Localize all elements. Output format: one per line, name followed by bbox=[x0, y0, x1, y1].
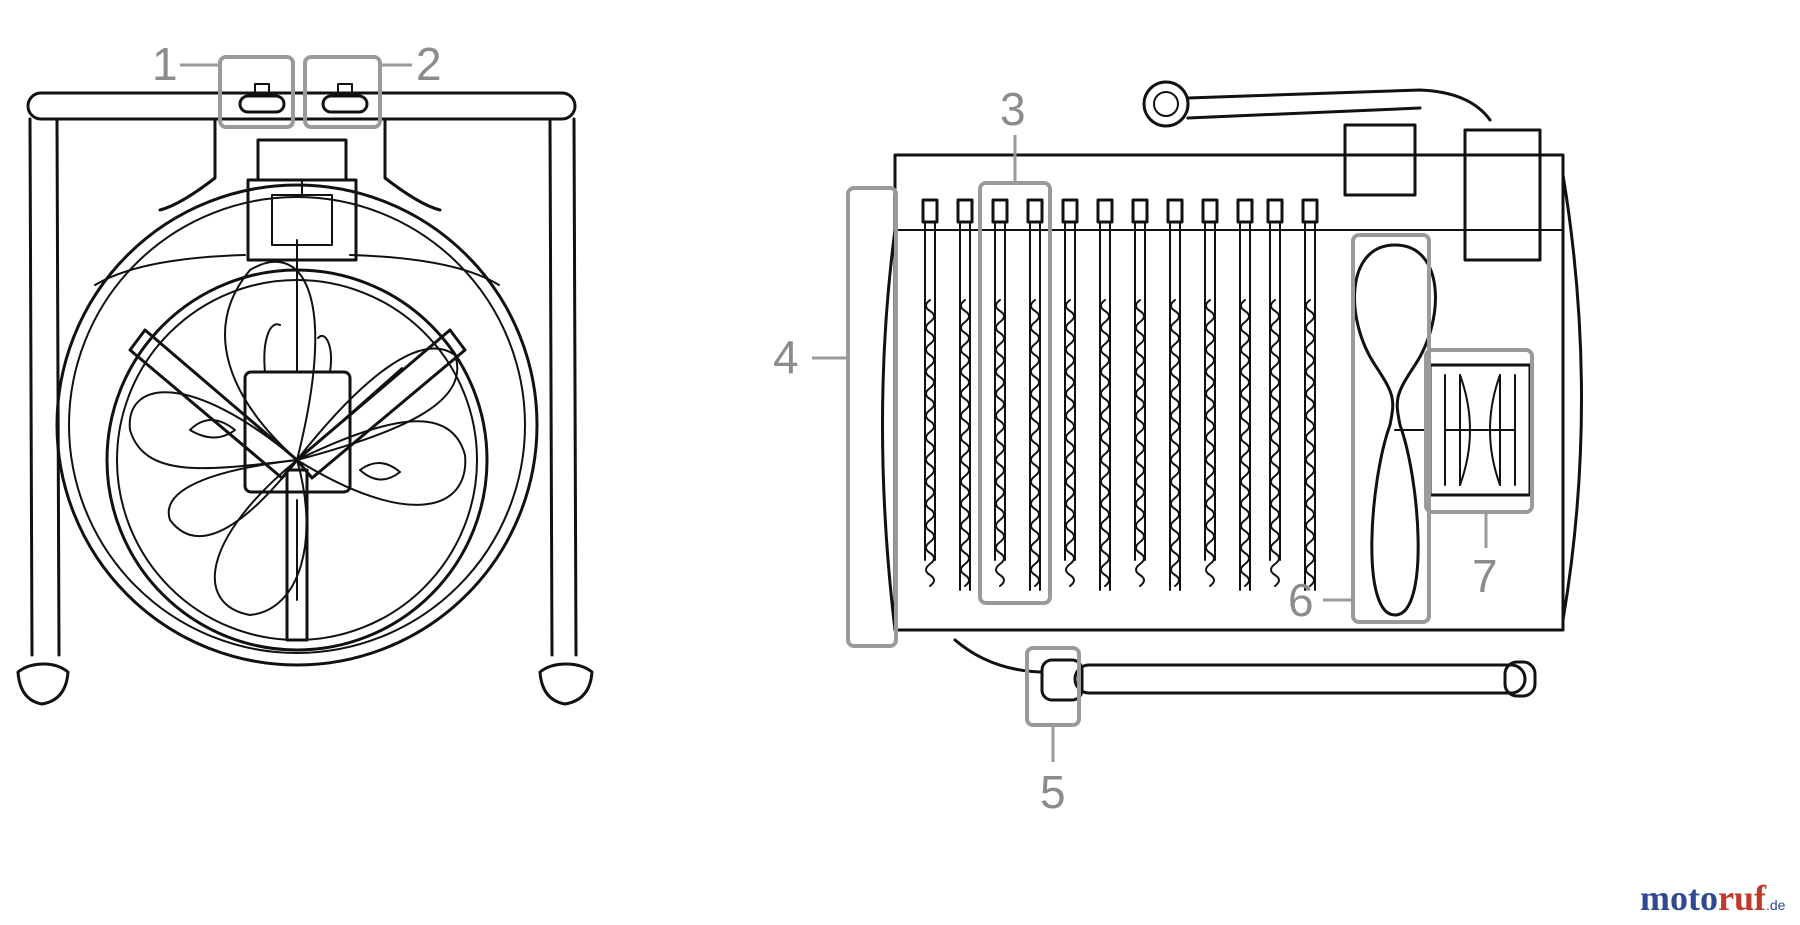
heating-element-rod bbox=[924, 221, 936, 561]
callout-box-7 bbox=[1424, 348, 1534, 514]
heating-element-cap bbox=[1266, 198, 1284, 224]
heating-element-rod bbox=[1134, 221, 1146, 561]
heating-element-fin bbox=[925, 299, 935, 587]
heating-element-cap bbox=[1131, 198, 1149, 224]
frame-left-leg bbox=[28, 117, 61, 657]
housing-neck bbox=[158, 117, 442, 212]
motor-clip-right bbox=[359, 462, 401, 481]
callout-label-7: 7 bbox=[1472, 550, 1498, 602]
watermark-logo: motoruf.de bbox=[1640, 878, 1786, 918]
callout-label-2: 2 bbox=[416, 38, 442, 90]
heating-element-cap bbox=[1236, 198, 1254, 224]
heating-element-rod bbox=[1239, 221, 1251, 591]
heating-element-cap bbox=[1026, 198, 1044, 224]
heating-element-fin bbox=[1240, 299, 1250, 587]
heating-element-cap bbox=[956, 198, 974, 224]
bottom-pipe-bend bbox=[953, 638, 1042, 674]
watermark-domain: .de bbox=[1766, 897, 1786, 913]
heater-front-view bbox=[16, 83, 594, 706]
housing-inner-ring bbox=[68, 196, 526, 654]
callout-label-1: 1 bbox=[152, 38, 178, 90]
front-grille-curve bbox=[881, 228, 897, 632]
watermark-part1: moto bbox=[1640, 878, 1718, 918]
heating-element-cap bbox=[1166, 198, 1184, 224]
heating-element-cap bbox=[991, 198, 1009, 224]
thermostat-knob bbox=[238, 83, 286, 114]
rear-cover-curve bbox=[1561, 173, 1583, 622]
pipe-end-cap bbox=[1503, 660, 1537, 698]
heating-element-rod bbox=[1029, 221, 1041, 591]
callout-label-3: 3 bbox=[1000, 83, 1026, 135]
heating-element-fin bbox=[1305, 299, 1315, 587]
heating-element-fin bbox=[1100, 299, 1110, 587]
frame-right-leg bbox=[548, 117, 578, 657]
heating-element-cap bbox=[1096, 198, 1114, 224]
heating-element-rod bbox=[1204, 221, 1216, 561]
callout-label-6: 6 bbox=[1288, 574, 1314, 626]
callouts: 1 2 3 4 5 6 7 bbox=[152, 38, 1534, 818]
left-foot bbox=[16, 662, 70, 706]
housing-seam bbox=[94, 254, 500, 286]
callout-box-1 bbox=[218, 55, 295, 129]
motor-clip-left bbox=[189, 419, 236, 439]
heater-side-view bbox=[881, 80, 1583, 702]
heating-element-rod bbox=[1169, 221, 1181, 591]
heating-element-rod bbox=[1304, 221, 1316, 591]
callout-box-6 bbox=[1351, 233, 1431, 624]
heating-element-fin bbox=[1065, 299, 1075, 587]
heating-element-cap bbox=[1201, 198, 1219, 224]
heating-element-cap bbox=[1061, 198, 1079, 224]
callout-label-4: 4 bbox=[773, 331, 799, 383]
fan-blade-side bbox=[1353, 243, 1437, 617]
pipe-coupling bbox=[1040, 658, 1084, 702]
heating-element-rod bbox=[959, 221, 971, 591]
watermark-part2: ruf bbox=[1718, 878, 1767, 918]
heating-element-fin bbox=[1030, 299, 1040, 587]
top-nut bbox=[1142, 80, 1190, 128]
heating-element-fin bbox=[1170, 299, 1180, 587]
heating-element-rod bbox=[994, 221, 1006, 561]
heating-element-cap bbox=[921, 198, 939, 224]
callout-box-2 bbox=[303, 55, 382, 129]
motor-bracket bbox=[128, 328, 467, 642]
control-box-top bbox=[256, 138, 348, 182]
callout-label-5: 5 bbox=[1040, 766, 1066, 818]
top-pipe bbox=[1186, 88, 1492, 122]
heating-element-fin bbox=[960, 299, 970, 587]
heating-element-fin bbox=[1205, 299, 1215, 587]
control-terminal bbox=[271, 194, 333, 246]
frame-top-bar bbox=[26, 91, 577, 121]
heating-element-rod bbox=[1064, 221, 1076, 561]
heating-element-rod bbox=[1269, 221, 1281, 561]
housing-outer-ring bbox=[55, 183, 539, 667]
heating-element-rod bbox=[1099, 221, 1111, 591]
heating-element-fin bbox=[1270, 299, 1280, 587]
svg-text:motoruf.de: motoruf.de bbox=[1640, 878, 1786, 918]
callout-box-4 bbox=[846, 186, 898, 648]
top-connector bbox=[1343, 123, 1417, 197]
heating-elements bbox=[921, 198, 1319, 591]
heating-element-cap bbox=[1301, 198, 1319, 224]
right-foot bbox=[538, 662, 594, 706]
heating-element-fin bbox=[1135, 299, 1145, 587]
heating-element-fin bbox=[995, 299, 1005, 587]
bottom-pipe bbox=[1073, 663, 1527, 695]
thermostat-housing bbox=[1463, 128, 1542, 262]
power-switch-knob bbox=[321, 83, 369, 114]
motor-wires bbox=[263, 323, 332, 373]
